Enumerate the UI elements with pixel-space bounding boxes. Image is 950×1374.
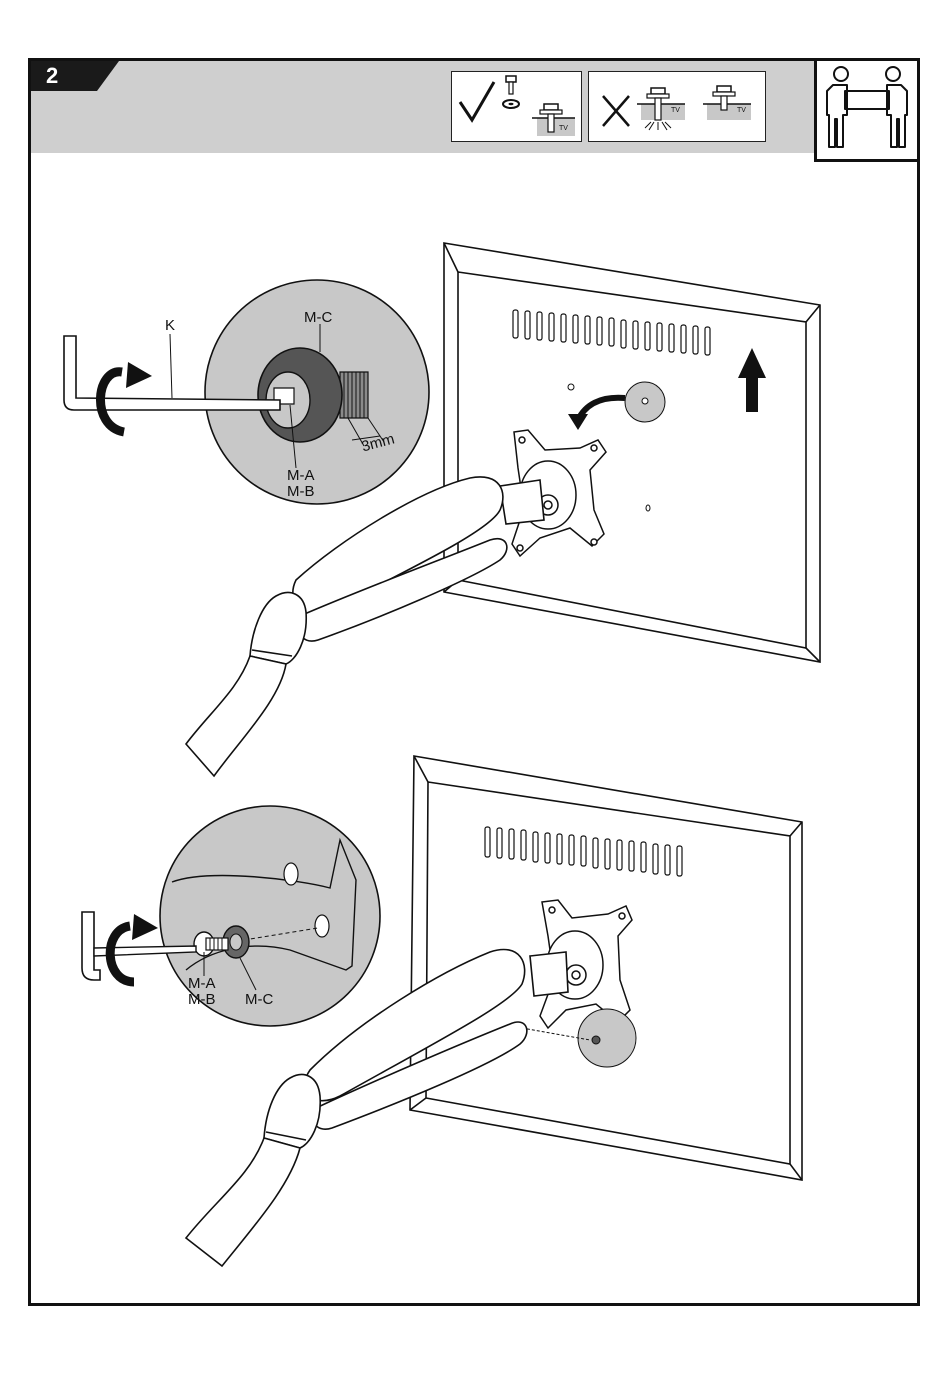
label-mb-top: M-B — [287, 484, 315, 500]
label-mc-bottom: M-C — [245, 992, 273, 1008]
label-ma-bottom: M-A — [188, 976, 216, 992]
rotate-icon — [100, 362, 152, 432]
label-k: K — [165, 318, 175, 334]
label-mc-top: M-C — [304, 310, 332, 326]
label-mb-bottom: M-B — [188, 992, 216, 1008]
top-mount-arm — [186, 477, 544, 776]
label-ma-top: M-A — [287, 468, 315, 484]
top-monitor — [444, 243, 820, 662]
